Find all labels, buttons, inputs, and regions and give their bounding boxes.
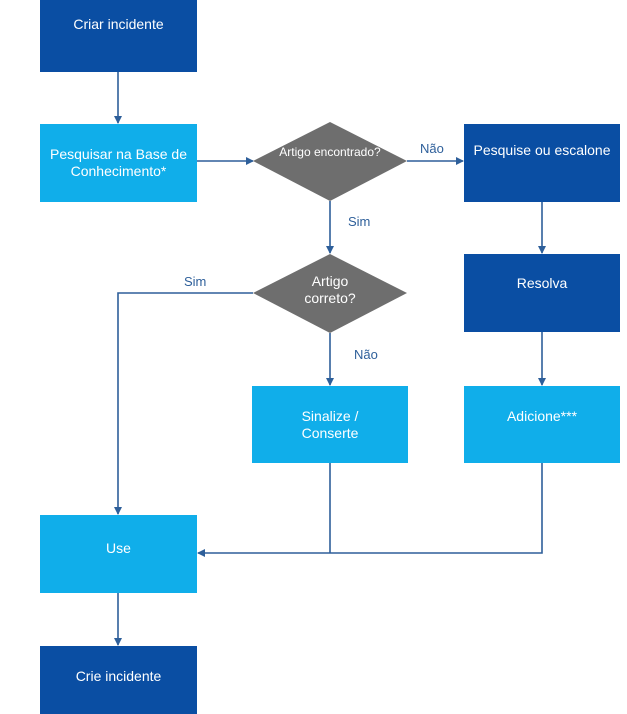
edge-label-no-found: Não xyxy=(420,141,444,156)
edge-add-to-use xyxy=(330,463,543,554)
node-use: Use xyxy=(40,515,197,593)
node-create-incident-end: Crie incidente xyxy=(40,646,197,714)
node-flag-fix: Sinalize / Conserte xyxy=(252,386,408,463)
edge-label-yes-found: Sim xyxy=(348,214,371,229)
node-add: Adicione*** xyxy=(464,386,620,463)
node-create-incident: Criar incidente xyxy=(40,0,197,72)
node-search-kb: Pesquisar na Base de Conhecimento* xyxy=(40,124,197,202)
decision-article-found-label: Artigo encontrado? xyxy=(279,145,381,159)
node-resolve: Resolva xyxy=(464,254,620,332)
edge-label-no-correct: Não xyxy=(354,347,378,362)
decision-article-correct-label: Artigo correto? xyxy=(304,273,356,306)
edge-correct-yes xyxy=(114,292,253,515)
decision-diamond-article-found xyxy=(253,122,407,201)
edge-label-yes-correct: Sim xyxy=(184,274,207,289)
node-search-or-escalate: Pesquise ou escalone xyxy=(464,124,620,202)
decision-diamond-article-correct xyxy=(253,254,407,333)
